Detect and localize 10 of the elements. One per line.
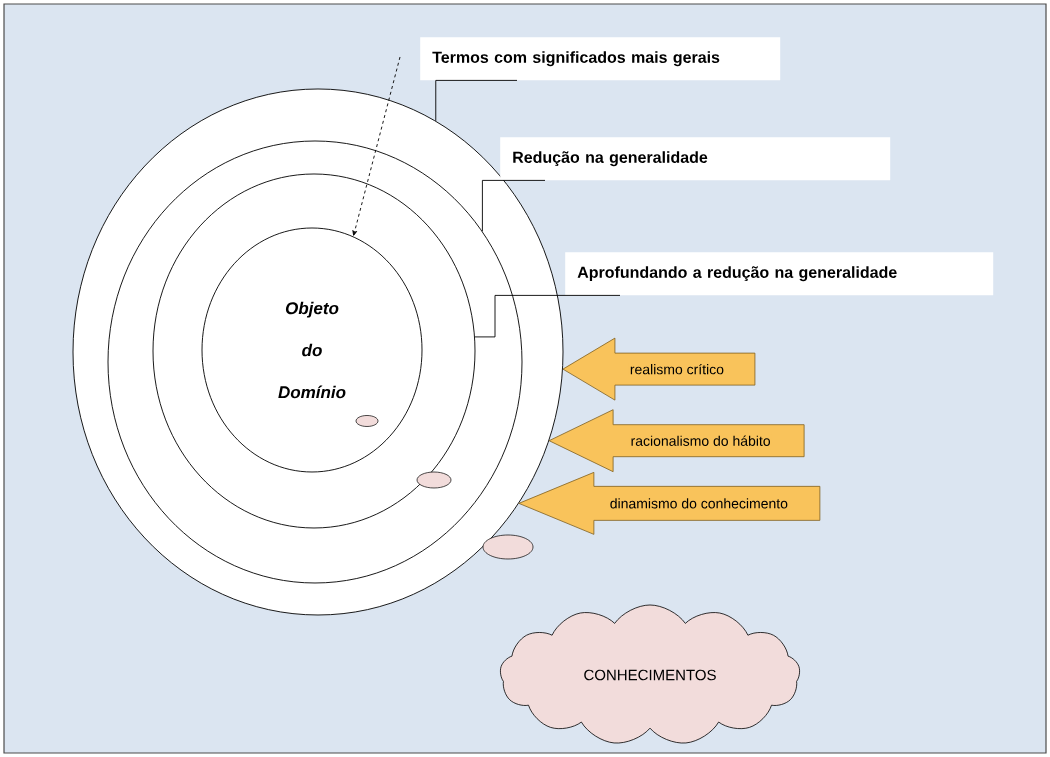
leader-line bbox=[435, 79, 518, 122]
text-box: Aprofundando a redução na generalidade bbox=[565, 252, 994, 296]
edge-label: dinamismo do conhecimento bbox=[608, 497, 789, 510]
leader-line bbox=[474, 294, 621, 338]
dashed-arrow bbox=[352, 56, 401, 236]
text-box: Termos com significados mais gerais bbox=[420, 37, 781, 81]
edge-label: racionalismo do hábito bbox=[629, 434, 772, 447]
leader-line bbox=[481, 179, 546, 232]
cloud: CONHECIMENTOS bbox=[500, 604, 800, 744]
text-box: Redução na generalidade bbox=[500, 137, 891, 181]
